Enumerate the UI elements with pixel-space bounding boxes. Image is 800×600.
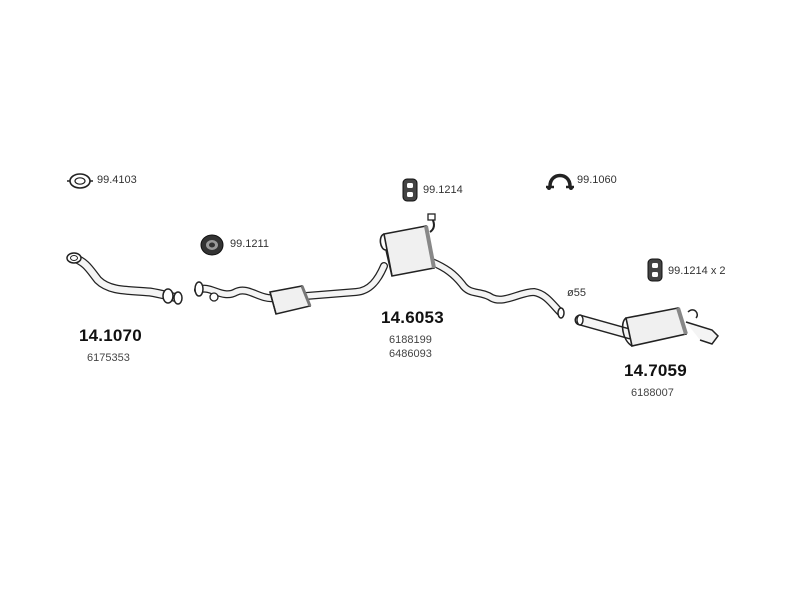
rear-silencer-oe-number: 6188007 — [631, 387, 674, 399]
ring-gasket-number: 99.4103 — [97, 174, 137, 186]
clamp-icon — [546, 173, 574, 190]
middle-section-drawing — [194, 213, 565, 319]
middle-section-oe-number-2: 6486093 — [389, 348, 432, 360]
rubber-hanger-icon — [402, 178, 418, 202]
middle-section-oe-number-1: 6188199 — [389, 334, 432, 346]
rear-silencer-part-number: 14.7059 — [624, 361, 687, 380]
rubber-mount-icon — [200, 234, 224, 256]
hanger-pair-number: 99.1214 x 2 — [668, 265, 726, 277]
hanger-number: 99.1214 — [423, 184, 463, 196]
front-pipe-oe-number: 6175353 — [87, 352, 130, 364]
rear-silencer-drawing — [574, 307, 719, 347]
rubber-mount-number: 99.1211 — [230, 238, 269, 250]
ring-gasket-icon — [67, 173, 93, 189]
middle-section-part-number: 14.6053 — [381, 308, 444, 327]
front-pipe-drawing — [66, 252, 183, 305]
front-pipe-part-number: 14.1070 — [79, 326, 142, 345]
diameter-label: ø55 — [567, 287, 586, 299]
rubber-hanger-right-icon — [647, 258, 663, 282]
clamp-number: 99.1060 — [577, 174, 617, 186]
